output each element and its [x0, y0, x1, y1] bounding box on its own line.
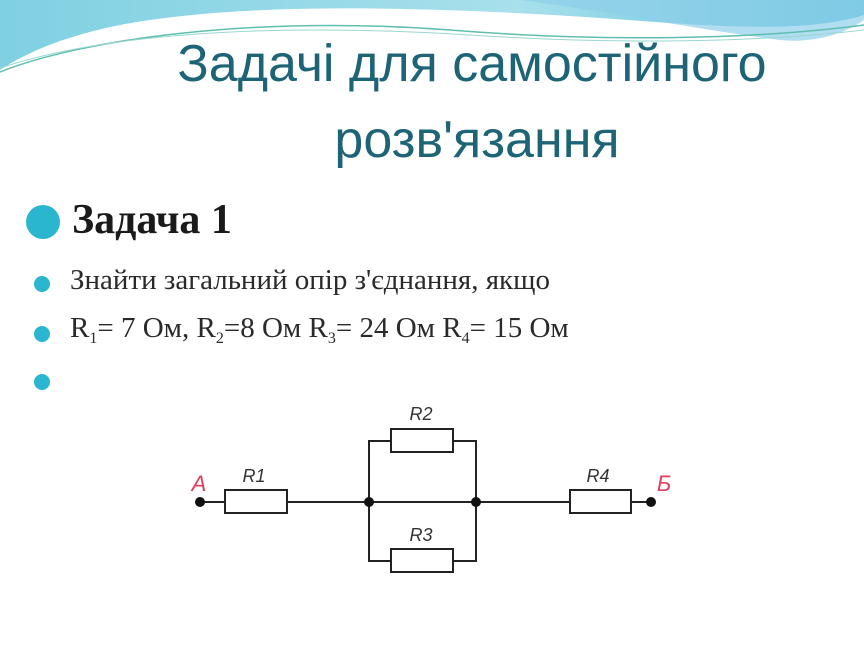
bullet-icon — [34, 276, 50, 292]
resistance-values: R1= 7 Ом, R2=8 Ом R3= 24 Ом R4= 15 Ом — [70, 312, 569, 348]
node-a-dot — [195, 497, 205, 507]
slide-title-line1: Задачі для самостійного — [177, 35, 767, 93]
r2-value: R2=8 Ом — [196, 312, 309, 347]
wire — [368, 502, 391, 562]
bullet-icon — [34, 374, 50, 390]
label-node-b: Б — [657, 471, 671, 496]
bullet-icon — [26, 205, 60, 239]
resistor-r2 — [390, 428, 454, 453]
r1-value: R1= 7 Ом, — [70, 312, 197, 347]
label-node-a: А — [190, 471, 207, 496]
resistor-r1 — [224, 489, 288, 514]
label-r2: R2 — [409, 404, 432, 424]
label-r1: R1 — [242, 466, 265, 486]
label-r3: R3 — [409, 525, 432, 545]
resistor-r3 — [390, 548, 454, 573]
task-statement: Знайти загальний опір з'єднання, якщо — [70, 264, 550, 296]
junction-left — [364, 497, 374, 507]
label-r4: R4 — [586, 466, 609, 486]
r3-value: R3= 24 Ом — [308, 312, 443, 347]
node-b-dot — [646, 497, 656, 507]
resistor-r4 — [569, 489, 632, 514]
wave-background — [0, 0, 864, 73]
wire — [368, 440, 391, 502]
task-heading: Задача 1 — [72, 197, 232, 243]
slide-title-line2: розв'язання — [334, 111, 620, 169]
r4-value: R4= 15 Ом — [442, 312, 569, 347]
bullet-icon — [34, 326, 50, 342]
junction-right — [471, 497, 481, 507]
